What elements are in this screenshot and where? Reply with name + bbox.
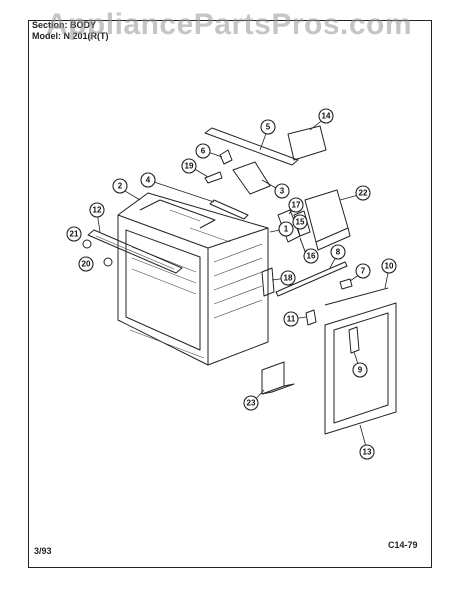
callout-12: 12 [89,202,105,218]
plate-11 [305,309,317,326]
callout-13: 13 [359,444,375,460]
callout-7: 7 [355,263,371,279]
svg-text:18: 18 [284,274,293,283]
svg-text:4: 4 [146,176,151,185]
callout-1: 1 [278,221,294,237]
footer-date: 3/93 [34,546,52,556]
front-trim-strip [87,229,183,274]
callout-20: 20 [78,256,94,272]
svg-text:22: 22 [359,189,368,198]
door-panel-13 [324,302,397,435]
hinge-part-6 [219,149,233,165]
channel-part-4 [209,199,249,220]
callout-18: 18 [280,270,296,286]
svg-text:21: 21 [70,230,79,239]
oven-body-cabinet [117,192,269,366]
svg-text:15: 15 [296,218,305,227]
svg-text:5: 5 [266,123,271,132]
callout-21: 21 [66,226,82,242]
callout-11: 11 [283,311,299,327]
svg-text:23: 23 [247,399,256,408]
svg-text:3: 3 [280,187,285,196]
svg-text:16: 16 [307,252,316,261]
callout-2: 2 [112,178,128,194]
svg-text:13: 13 [363,448,372,457]
section-label: Section: BODY [32,20,97,30]
callout-4: 4 [140,172,156,188]
svg-text:10: 10 [385,262,394,271]
svg-text:14: 14 [322,112,331,121]
callout-14: 14 [318,108,334,124]
callout-22: 22 [355,185,371,201]
diagram-frame [28,20,432,568]
screw-20 [103,257,113,267]
rod-10 [324,287,389,306]
svg-text:1: 1 [284,225,289,234]
callout-16: 16 [303,248,319,264]
hinge-18 [261,267,275,297]
spring-16 [299,237,307,255]
block-7 [339,278,353,290]
rear-panel-14 [287,125,327,161]
callout-6: 6 [195,143,211,159]
svg-text:11: 11 [287,315,296,324]
top-rear-bracket [204,127,299,166]
callout-10: 10 [381,258,397,274]
svg-text:6: 6 [201,147,206,156]
callout-15: 15 [292,214,308,230]
svg-text:2: 2 [118,182,123,191]
leader-lines [96,117,390,451]
callout-3: 3 [274,183,290,199]
footer-code: C14-79 [388,540,418,550]
svg-text:8: 8 [336,248,341,257]
svg-text:9: 9 [358,366,363,375]
svg-text:12: 12 [93,206,102,215]
screw-21 [82,239,92,249]
latch-9 [348,326,360,354]
model-label: Model: N 201(R(T) [32,31,109,41]
callout-19: 19 [181,158,197,174]
duct-box-22 [304,189,351,251]
svg-text:20: 20 [82,260,91,269]
bracket-23 [261,361,295,395]
callout-8: 8 [330,244,346,260]
callout-9: 9 [352,362,368,378]
svg-text:7: 7 [361,267,366,276]
callout-5: 5 [260,119,276,135]
callout-17: 17 [288,197,304,213]
clip-19 [204,171,223,184]
vent-panel-3 [232,161,271,195]
rail-8 [275,261,348,297]
svg-text:19: 19 [185,162,194,171]
watermark-logo: AppliancePartsPros.com [45,8,413,41]
callout-23: 23 [243,395,259,411]
svg-text:17: 17 [292,201,301,210]
